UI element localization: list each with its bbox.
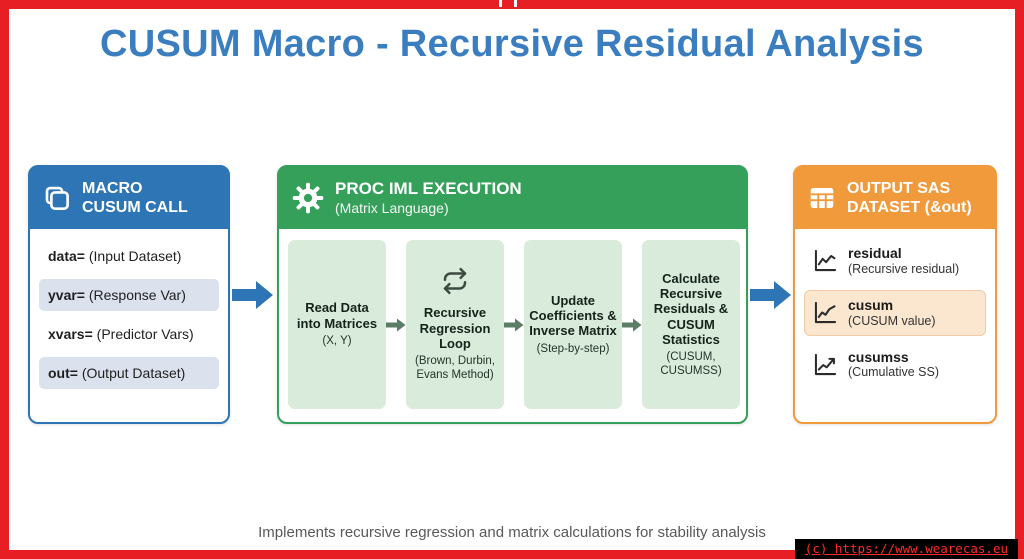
- param-desc: (Predictor Vars): [96, 326, 194, 342]
- step-title: Update Coefficients & Inverse Matrix: [529, 292, 617, 339]
- cusum-chart-icon: [812, 299, 839, 326]
- macro-parameter-list: data= (Input Dataset) yvar= (Response Va…: [30, 229, 228, 400]
- output-variable-list: residual (Recursive residual) cusum (CUS…: [795, 229, 995, 396]
- macro-header-line1: MACRO: [82, 179, 143, 197]
- step-arrow-icon: [386, 240, 406, 409]
- output-row-cusum: cusum (CUSUM value): [804, 289, 986, 336]
- macro-param-xvars: xvars= (Predictor Vars): [39, 318, 219, 350]
- output-var-name: cusumss: [848, 348, 909, 365]
- param-key: out=: [48, 365, 78, 381]
- step-title: Recursive Regression Loop: [419, 305, 491, 352]
- top-tick-mark: [499, 0, 502, 7]
- step-arrow-icon: [504, 240, 524, 409]
- iml-steps: Read Data into Matrices (X, Y) Recursive…: [279, 229, 746, 422]
- output-dataset-panel: OUTPUT SAS DATASET (&out) residual (Recu…: [793, 165, 997, 424]
- step-sub: (Step-by-step): [536, 342, 610, 355]
- output-var-name: cusum: [848, 296, 894, 313]
- output-panel-header: OUTPUT SAS DATASET (&out): [795, 167, 995, 229]
- iml-panel-header: PROC IML EXECUTION (Matrix Language): [279, 167, 746, 229]
- output-var-desc: (Cumulative SS): [848, 365, 939, 380]
- param-desc: (Response Var): [88, 287, 186, 303]
- gear-icon: [291, 181, 325, 215]
- param-desc: (Output Dataset): [81, 365, 186, 381]
- param-key: yvar=: [48, 287, 85, 303]
- param-key: xvars=: [48, 326, 93, 342]
- macro-header-line2: CUSUM CALL: [82, 199, 188, 216]
- step-sub: (X, Y): [322, 335, 352, 348]
- output-header-line2: DATASET (&out): [847, 199, 972, 216]
- copy-icon: [42, 183, 72, 213]
- output-row-residual: residual (Recursive residual): [804, 238, 986, 284]
- step-sub: (CUSUM, CUSUMSS): [660, 351, 722, 377]
- macro-param-yvar: yvar= (Response Var): [39, 279, 219, 311]
- param-key: data=: [48, 248, 85, 264]
- step-title: Read Data into Matrices: [296, 300, 378, 331]
- output-row-cusumss: cusumss (Cumulative SS): [804, 342, 986, 388]
- macro-panel-header: MACRO CUSUM CALL: [30, 167, 228, 229]
- step-title: Calculate Recursive Residuals & CUSUM St…: [653, 270, 729, 347]
- output-var-desc: (Recursive residual): [848, 261, 960, 276]
- cusumss-chart-icon: [812, 351, 839, 378]
- step-calculate-cusum: Calculate Recursive Residuals & CUSUM St…: [642, 240, 740, 409]
- step-recursive-loop: Recursive Regression Loop (Brown, Durbin…: [406, 240, 504, 409]
- top-tick-mark: [514, 0, 517, 7]
- iml-header-line2: (Matrix Language): [335, 199, 449, 216]
- step-read-data: Read Data into Matrices (X, Y): [288, 240, 386, 409]
- flow-arrow-right-icon: [750, 279, 792, 311]
- output-header-line1: OUTPUT SAS: [847, 179, 951, 197]
- page-title: CUSUM Macro - Recursive Residual Analysi…: [100, 23, 924, 65]
- output-var-name: residual: [848, 245, 902, 261]
- output-var-desc: (CUSUM value): [848, 313, 936, 328]
- macro-call-panel: MACRO CUSUM CALL data= (Input Dataset) y…: [28, 165, 230, 424]
- residual-chart-icon: [812, 247, 839, 274]
- loop-icon: [438, 266, 472, 301]
- param-desc: (Input Dataset): [88, 248, 182, 264]
- watermark-url: (c) https://www.wearecas.eu: [794, 539, 1018, 559]
- flow-arrow-right-icon: [232, 279, 274, 311]
- slide-caption: Implements recursive regression and matr…: [258, 524, 766, 541]
- macro-param-data: data= (Input Dataset): [39, 240, 219, 272]
- table-icon: [807, 183, 837, 213]
- step-arrow-icon: [622, 240, 642, 409]
- step-sub: (Brown, Durbin, Evans Method): [415, 355, 495, 381]
- macro-param-out: out= (Output Dataset): [39, 357, 219, 389]
- step-update-coefficients: Update Coefficients & Inverse Matrix (St…: [524, 240, 622, 409]
- iml-header-line1: PROC IML EXECUTION: [335, 179, 522, 199]
- proc-iml-panel: PROC IML EXECUTION (Matrix Language) Rea…: [277, 165, 748, 424]
